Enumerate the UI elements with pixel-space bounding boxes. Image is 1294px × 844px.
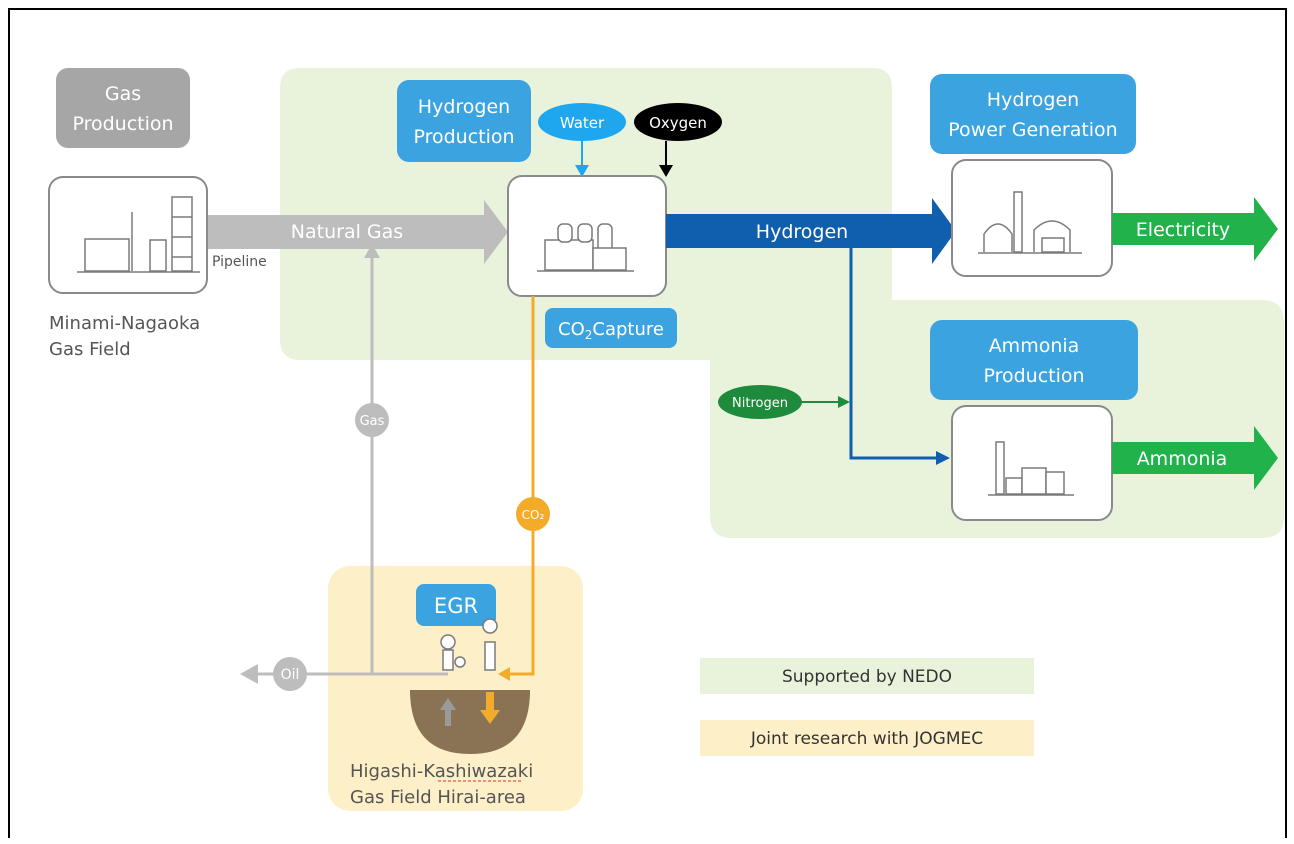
oil-arrow-head — [240, 664, 258, 684]
oil-badge — [273, 657, 307, 691]
gas-badge-label: Gas — [360, 414, 385, 429]
gas-badge — [355, 403, 389, 437]
oil-badge-label: Oil — [281, 667, 300, 683]
ammonia-plant-box — [951, 405, 1113, 521]
co2-arrow-head — [498, 667, 510, 681]
higashi-site-line2: Gas Field Hirai-area — [350, 787, 526, 808]
hydrogen-arrow — [666, 198, 956, 264]
ammonia-production-label-box — [930, 320, 1138, 400]
hydrogen-flow-label: Hydrogen — [756, 221, 848, 243]
injection-well-icon — [482, 618, 498, 671]
electricity-arrow — [1112, 197, 1278, 261]
gas-production-label-box — [56, 68, 190, 148]
legend-nedo-box — [700, 658, 1034, 694]
hydrogen-power-label-line2: Power Generation — [948, 119, 1117, 141]
ammonia-production-label-line2: Production — [983, 365, 1084, 387]
water-label: Water — [560, 114, 605, 132]
gas-production-label-line2: Production — [72, 113, 173, 135]
water-badge — [538, 103, 626, 141]
water-arrow-head — [575, 165, 589, 177]
co2-capture-label: CO2Capture — [558, 319, 664, 342]
diagram-frame: Gas Production Minami-Nagaoka Gas Field … — [8, 8, 1287, 838]
reservoir-bowl — [410, 690, 530, 754]
electricity-label: Electricity — [1136, 219, 1230, 241]
power-plant-box — [951, 159, 1113, 277]
egr-label-box — [416, 584, 496, 626]
nitrogen-arrow-head — [838, 396, 850, 408]
co2-capture-label-box — [545, 308, 677, 348]
ammonia-plant-icon — [988, 441, 1074, 496]
legend-nedo-label: Supported by NEDO — [782, 667, 952, 687]
nitrogen-label: Nitrogen — [732, 396, 788, 411]
production-up-arrow — [440, 698, 456, 726]
hydrogen-branch-head — [936, 451, 950, 465]
pipeline-label: Pipeline — [212, 254, 267, 270]
egr-area — [328, 566, 583, 811]
ammonia-production-label-line1: Ammonia — [989, 335, 1080, 357]
natural-gas-arrow — [208, 200, 508, 264]
egr-label: EGR — [434, 594, 478, 618]
oxygen-label: Oxygen — [649, 114, 707, 132]
natural-gas-label: Natural Gas — [291, 221, 403, 243]
process-diagram: Gas Production Minami-Nagaoka Gas Field … — [48, 68, 1284, 811]
co2-badge-label: CO₂ — [522, 508, 545, 522]
injection-down-arrow — [480, 692, 500, 724]
production-well-icon — [440, 634, 466, 671]
hydrogen-production-label-line1: Hydrogen — [418, 96, 510, 118]
gas-return-head — [364, 244, 380, 258]
co2-badge — [516, 497, 550, 531]
hydrogen-production-label-box — [397, 80, 531, 162]
hydrogen-plant-icon — [537, 223, 634, 272]
hydrogen-power-label-line1: Hydrogen — [987, 89, 1079, 111]
minami-site-line2: Gas Field — [49, 339, 131, 360]
legend-jogmec-label: Joint research with JOGMEC — [750, 729, 983, 749]
nitrogen-badge — [718, 385, 802, 419]
co2-line — [508, 296, 535, 676]
hydrogen-production-label-line2: Production — [413, 126, 514, 148]
ammonia-arrow — [1112, 426, 1278, 490]
gas-production-label-line1: Gas — [105, 83, 141, 105]
legend-jogmec-box — [700, 720, 1034, 756]
oxygen-arrow-head — [659, 165, 673, 177]
hydrogen-power-label-box — [930, 74, 1136, 154]
higashi-site-line1: Higashi-Kashiwazaki — [350, 761, 533, 782]
gas-plant-icon — [77, 196, 200, 273]
oxygen-badge — [634, 103, 722, 141]
ammonia-flow-label: Ammonia — [1137, 448, 1228, 470]
hydrogen-branch-line — [849, 232, 938, 460]
power-plant-icon — [978, 191, 1082, 254]
minami-site-line1: Minami-Nagaoka — [49, 313, 200, 334]
